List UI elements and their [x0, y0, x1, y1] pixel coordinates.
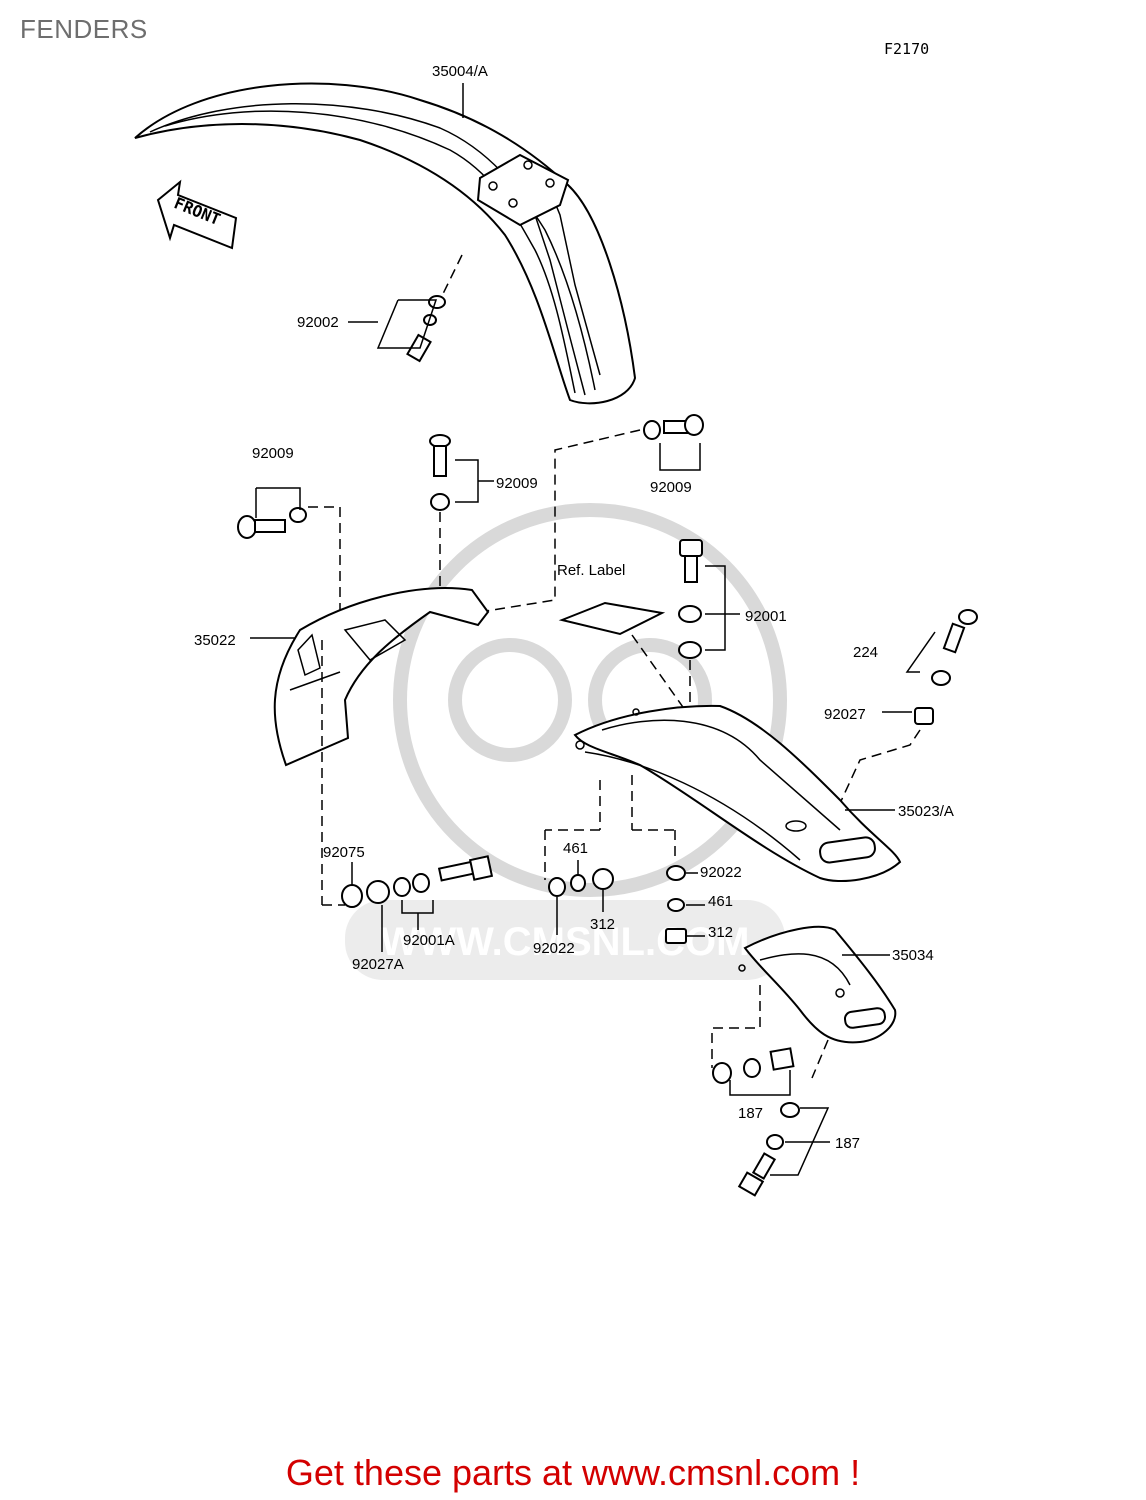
bolt-92009-right	[643, 414, 704, 471]
hardware-187-lower	[737, 1102, 830, 1197]
label-92009-middle: 92009	[496, 475, 538, 492]
footer-promo-text: Get these parts at www.cmsnl.com !	[285, 1452, 861, 1493]
label-35034: 35034	[892, 947, 934, 964]
rear-fender-35023	[573, 704, 902, 883]
watermark-text: WWW.CMSNL.COM	[381, 920, 750, 964]
front-fender	[134, 82, 637, 405]
rear-fender-front-35022	[273, 587, 490, 767]
bolt-92009-middle	[429, 434, 479, 511]
hardware-461-312-92022-left	[548, 868, 614, 897]
screw-92002	[376, 295, 446, 363]
ref-label-sticker	[558, 601, 666, 636]
label-312-left: 312	[590, 916, 615, 933]
hardware-187-upper	[712, 1047, 795, 1096]
label-92001: 92001	[745, 608, 787, 625]
label-187-upper: 187	[738, 1105, 763, 1122]
label-92009-left: 92009	[252, 445, 294, 462]
page-title: FENDERS	[20, 14, 148, 44]
label-35022: 35022	[194, 632, 236, 649]
label-187-lower: 187	[835, 1135, 860, 1152]
figure-code: F2170	[884, 40, 930, 58]
label-92075: 92075	[323, 844, 365, 861]
label-92002: 92002	[297, 314, 339, 331]
bolt-92001	[678, 539, 740, 659]
front-arrow: FRONT	[156, 179, 238, 250]
hardware-92022-461-312-right	[665, 865, 687, 944]
label-461-right: 461	[708, 893, 733, 910]
rear-flap-35034	[738, 925, 897, 1044]
label-224: 224	[853, 644, 878, 661]
label-ref-label: Ref. Label	[557, 562, 625, 579]
label-92027: 92027	[824, 706, 866, 723]
collar-92027	[914, 707, 934, 725]
label-461-left: 461	[563, 840, 588, 857]
label-92027A: 92027A	[352, 956, 404, 973]
label-92001A: 92001A	[403, 932, 455, 949]
label-92022-left: 92022	[533, 940, 575, 957]
label-35023A: 35023/A	[898, 803, 954, 820]
label-92022-right: 92022	[700, 864, 742, 881]
bolt-92009-left	[237, 487, 307, 539]
label-312-right: 312	[708, 924, 733, 941]
label-92009-right: 92009	[650, 479, 692, 496]
watermark-logo: WWW.CMSNL.COM	[345, 503, 787, 980]
label-35004A: 35004/A	[432, 63, 488, 80]
screw-224	[905, 609, 978, 686]
